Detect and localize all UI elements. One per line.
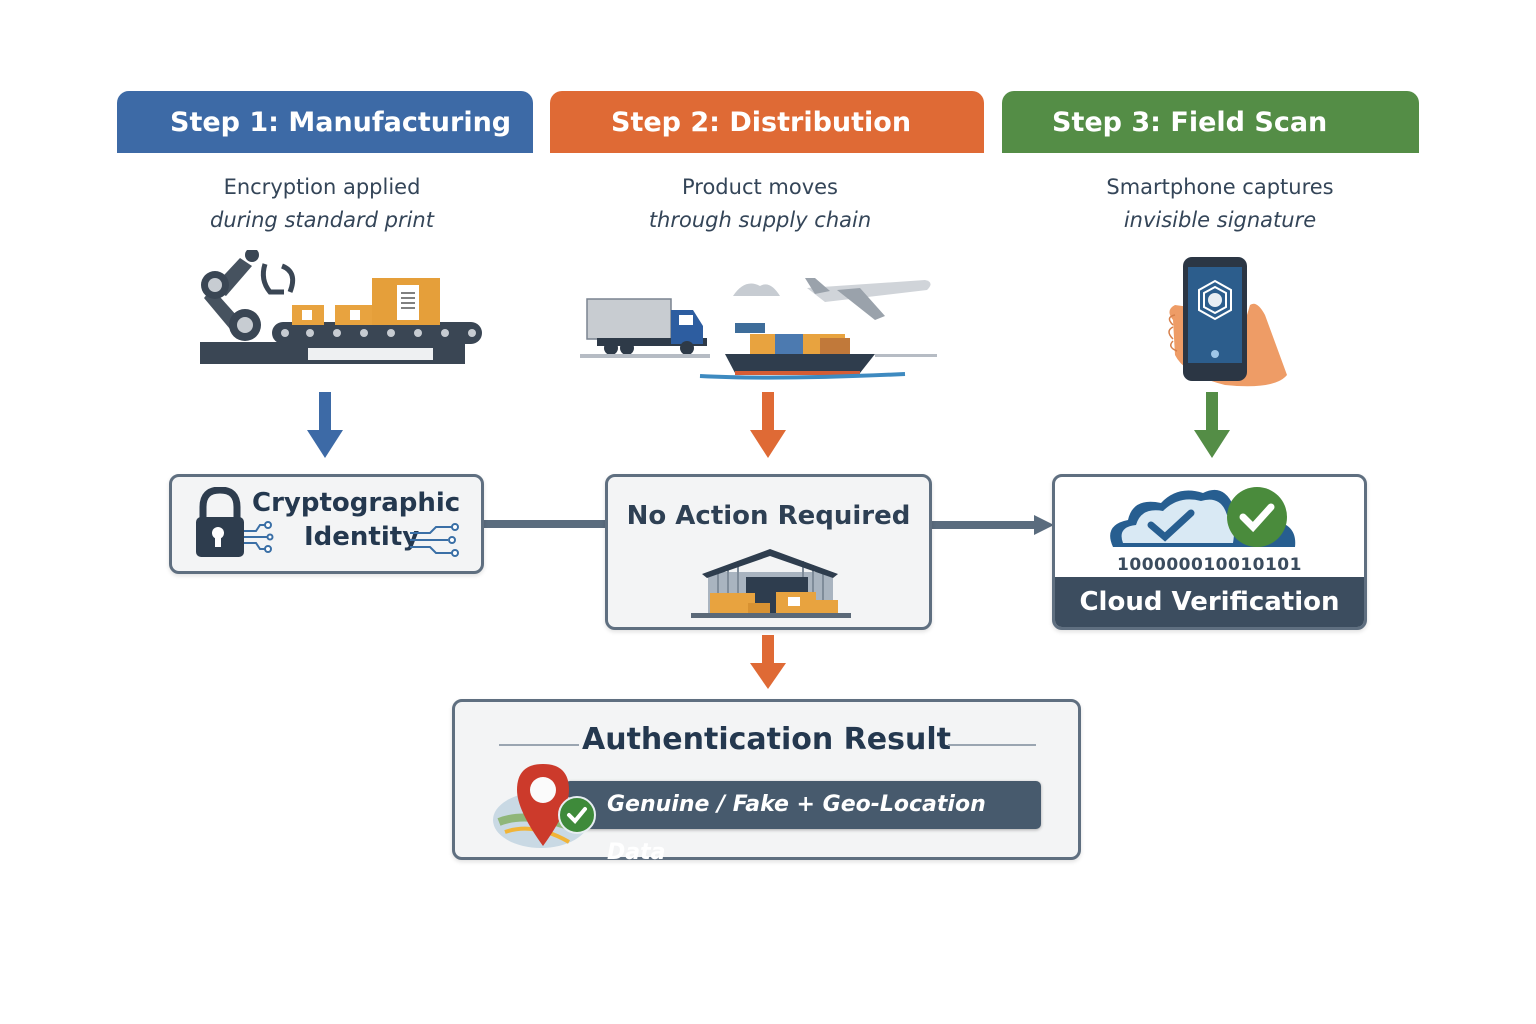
step-2-title: Step 2: Distribution xyxy=(611,107,912,138)
step-1-desc-line1: Encryption applied xyxy=(223,175,421,199)
step-3-description: Smartphone captures invisible signature xyxy=(1070,171,1370,237)
step-3-desc-line1: Smartphone captures xyxy=(1106,175,1334,199)
warehouse-icon xyxy=(691,549,851,618)
result-pill: Genuine / Fake + Geo-Location Data xyxy=(565,781,1041,865)
step-2-description: Product moves through supply chain xyxy=(610,171,910,237)
step-1-header: Step 1: Manufacturing xyxy=(117,91,533,153)
connector-crypto-to-no-action xyxy=(482,520,606,528)
step-1-description: Encryption applied during standard print xyxy=(172,171,472,237)
padlock-circuit-icon xyxy=(196,487,274,557)
arrow-down-orange-result-icon xyxy=(750,635,786,689)
divider-left xyxy=(499,744,579,746)
crypto-line2: Identity xyxy=(304,522,420,552)
crypto-line1: Cryptographic xyxy=(252,488,461,518)
map-pin-check-icon xyxy=(493,764,596,848)
robot-arm-conveyor-icon xyxy=(200,250,482,364)
step-1-title: Step 1: Manufacturing xyxy=(170,107,512,138)
binary-code: 100000010010101 xyxy=(1117,555,1302,575)
cryptographic-identity-box: Cryptographic Identity xyxy=(169,474,484,574)
step-3-header: Step 3: Field Scan xyxy=(1002,91,1419,153)
result-title: Authentication Result xyxy=(582,722,951,757)
cloud-verification-box: 100000010010101 Cloud Verification xyxy=(1052,474,1367,630)
step-3-title: Step 3: Field Scan xyxy=(1052,107,1328,138)
step-2-header: Step 2: Distribution xyxy=(550,91,984,153)
step-2-desc-line1: Product moves xyxy=(681,175,838,199)
result-pill-text: Genuine / Fake + Geo-Location Data xyxy=(607,792,986,865)
no-action-required-box: No Action Required xyxy=(605,474,932,630)
authentication-result-box: Authentication Result Genuine / Fake + G… xyxy=(452,699,1081,865)
truck-ship-plane-icon xyxy=(580,278,937,380)
step-1-desc-line2: during standard print xyxy=(210,208,434,232)
circuit-lines-icon xyxy=(410,523,459,557)
arrow-down-orange-icon xyxy=(750,392,786,458)
cloud-check-icon xyxy=(1110,487,1296,547)
step-2-desc-line2: through supply chain xyxy=(648,208,872,232)
connector-arrow-no-action-to-cloud xyxy=(930,515,1054,535)
divider-right xyxy=(948,744,1036,746)
cloud-verification-footer: Cloud Verification xyxy=(1055,577,1364,627)
step-3-desc-line2: invisible signature xyxy=(1123,208,1317,232)
arrow-down-blue-icon xyxy=(307,392,343,458)
no-action-label: No Action Required xyxy=(626,501,911,531)
cloud-verification-label: Cloud Verification xyxy=(1079,587,1340,617)
hand-holding-smartphone-icon xyxy=(1168,257,1287,387)
arrow-down-green-icon xyxy=(1194,392,1230,458)
